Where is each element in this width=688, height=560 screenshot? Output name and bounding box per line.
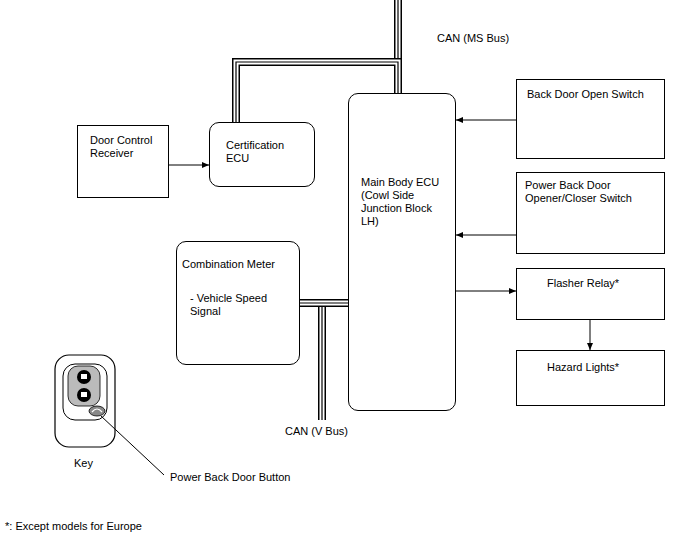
ecu-box: Certification ECU: [209, 122, 315, 187]
meter-box: Combination Meter - Vehicle Speed Signal: [176, 241, 300, 365]
signal-name: - Vehicle Speed Signal: [182, 292, 293, 318]
connector-stroke: [300, 302, 348, 303]
leader-line: [101, 416, 164, 475]
box-title: Combination Meter: [182, 258, 293, 271]
signal-arrow: [590, 320, 591, 350]
signal-arrow: [456, 120, 516, 121]
can-bus-line: [300, 303, 348, 304]
receiver-box: Door Control Receiver: [77, 125, 169, 198]
box-title: Door Control Receiver: [90, 134, 160, 160]
signal-arrow: [169, 165, 209, 166]
ecu-box: Main Body ECU (Cowl Side Junction Block …: [348, 93, 456, 411]
switch-box: Back Door Open Switch: [516, 79, 665, 159]
connector-stroke: [590, 320, 591, 350]
connector-stroke: [300, 301, 348, 306]
can-v-bus-stub: [322, 303, 323, 420]
box-title: Certification ECU: [226, 139, 308, 165]
box-title: Power Back Door Opener/Closer Switch: [525, 179, 656, 205]
connector-stroke: [169, 165, 209, 166]
connector-stroke: [456, 235, 516, 236]
box-title: Hazard Lights*: [547, 361, 656, 374]
footnote: *: Except models for Europe: [5, 520, 142, 533]
key-fob: [55, 355, 115, 447]
can-ms-bus-stub: [398, 0, 399, 62]
bus-name: CAN (MS Bus): [437, 32, 509, 45]
lamp-box: Hazard Lights*: [516, 350, 665, 406]
part-name: Key: [74, 457, 93, 470]
bus-name: CAN (V Bus): [285, 425, 348, 438]
relay-box: Flasher Relay*: [516, 268, 665, 320]
signal-arrow: [456, 291, 516, 292]
part-name: Power Back Door Button: [170, 471, 290, 484]
switch-box: Power Back Door Opener/Closer Switch: [516, 172, 665, 254]
box-title: Flasher Relay*: [547, 277, 656, 290]
signal-arrow: [456, 235, 516, 236]
box-title: Back Door Open Switch: [527, 88, 656, 101]
connector-stroke: [456, 291, 516, 292]
box-title: Main Body ECU (Cowl Side Junction Block …: [361, 176, 449, 228]
connector-stroke: [300, 299, 348, 307]
connector-stroke: [456, 120, 516, 121]
